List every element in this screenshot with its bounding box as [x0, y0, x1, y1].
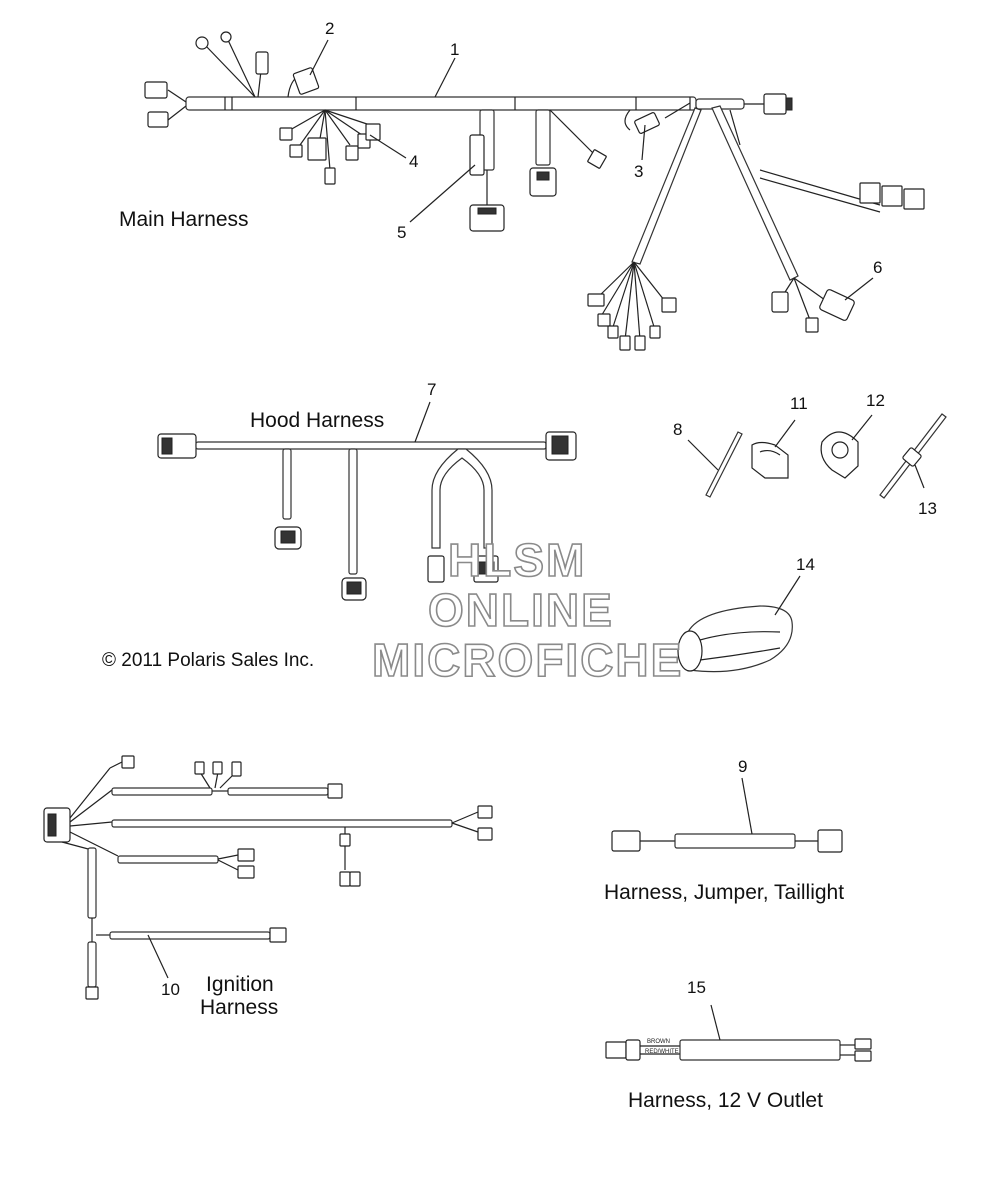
- ignition-harness-title-line2: Harness: [200, 996, 279, 1019]
- small-parts-drawing: [687, 413, 947, 499]
- callout-8: 8: [673, 420, 683, 439]
- hood-harness-title: Hood Harness: [250, 409, 385, 432]
- callout-7: 7: [427, 380, 437, 399]
- callout-5: 5: [397, 223, 407, 242]
- wire-label-brown: BROWN: [647, 1039, 670, 1045]
- outlet-12v-drawing: [605, 1004, 872, 1062]
- callout-6: 6: [873, 258, 883, 277]
- main-harness-drawing: [144, 31, 925, 351]
- callout-9: 9: [738, 757, 748, 776]
- callout-10: 10: [161, 980, 180, 999]
- copyright-notice: © 2011 Polaris Sales Inc.: [102, 650, 315, 671]
- callout-2: 2: [325, 19, 335, 38]
- watermark-line-3: MICROFICHE: [371, 633, 684, 687]
- outlet-12v-title: Harness, 12 V Outlet: [628, 1089, 823, 1112]
- callout-1: 1: [450, 40, 460, 59]
- callout-14: 14: [796, 555, 815, 574]
- ignition-harness-title-line1: Ignition: [206, 973, 274, 996]
- wire-label-red-white: RED/WHITE: [645, 1049, 679, 1055]
- jumper-taillight-title: Harness, Jumper, Taillight: [604, 881, 845, 904]
- callout-13: 13: [918, 499, 937, 518]
- callout-3: 3: [634, 162, 644, 181]
- callout-11: 11: [790, 394, 808, 413]
- hood-harness-drawing: [157, 401, 577, 601]
- jumper-taillight-drawing: [611, 777, 843, 853]
- ignition-harness-drawing: [43, 755, 493, 1000]
- main-harness-title: Main Harness: [119, 208, 249, 231]
- callout-4: 4: [409, 152, 419, 171]
- callout-12: 12: [866, 391, 885, 410]
- callout-15: 15: [687, 978, 706, 997]
- main-callout-leaders: [309, 39, 874, 301]
- sleeve-drawing: [677, 575, 801, 673]
- watermark-line-2: ONLINE: [427, 583, 614, 637]
- watermark-line-1: HLSM: [447, 533, 587, 587]
